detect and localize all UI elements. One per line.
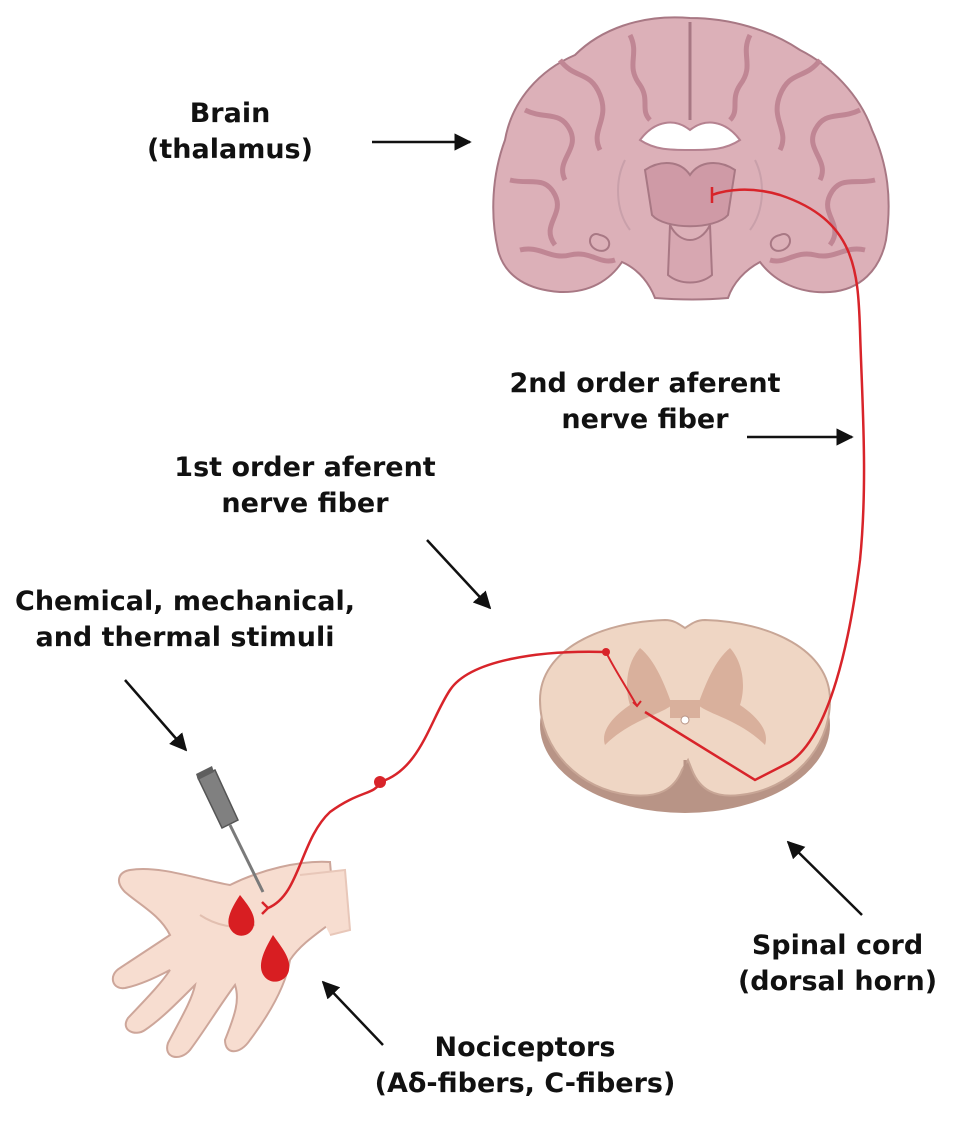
arrow-first-order bbox=[427, 540, 490, 608]
brain-label: Brain (thalamus) bbox=[130, 96, 330, 168]
second-order-label: 2nd order aferent nerve fiber bbox=[480, 366, 810, 438]
first-order-label: 1st order aferent nerve fiber bbox=[140, 450, 470, 522]
brain-label-line1: Brain bbox=[130, 96, 330, 132]
dorsal-root-ganglion bbox=[374, 776, 386, 788]
spinal-cord-icon bbox=[540, 620, 830, 813]
brain-label-line2: (thalamus) bbox=[130, 132, 330, 168]
second-order-label-line2: nerve fiber bbox=[480, 402, 810, 438]
nociceptors-label-line1: Nociceptors bbox=[345, 1030, 705, 1066]
second-order-label-line1: 2nd order aferent bbox=[480, 366, 810, 402]
hand-icon bbox=[113, 862, 350, 1057]
nociceptors-label-line2: (Aδ-fibers, C-fibers) bbox=[345, 1066, 705, 1102]
nerve-fibers bbox=[262, 187, 864, 914]
first-order-label-line2: nerve fiber bbox=[140, 486, 470, 522]
first-order-label-line1: 1st order aferent bbox=[140, 450, 470, 486]
spinal-cord-label-line1: Spinal cord bbox=[720, 928, 955, 964]
spinal-cord-label-line2: (dorsal horn) bbox=[720, 964, 955, 1000]
nociceptors-label: Nociceptors (Aδ-fibers, C-fibers) bbox=[345, 1030, 705, 1102]
arrow-spinal-cord bbox=[788, 842, 862, 915]
brain-icon bbox=[493, 17, 888, 299]
stimuli-label-line1: Chemical, mechanical, bbox=[0, 584, 370, 620]
stimuli-label: Chemical, mechanical, and thermal stimul… bbox=[0, 584, 370, 656]
spinal-cord-label: Spinal cord (dorsal horn) bbox=[720, 928, 955, 1000]
arrow-stimuli bbox=[125, 680, 186, 750]
stimuli-label-line2: and thermal stimuli bbox=[0, 620, 370, 656]
syringe-needle-icon bbox=[196, 766, 263, 892]
